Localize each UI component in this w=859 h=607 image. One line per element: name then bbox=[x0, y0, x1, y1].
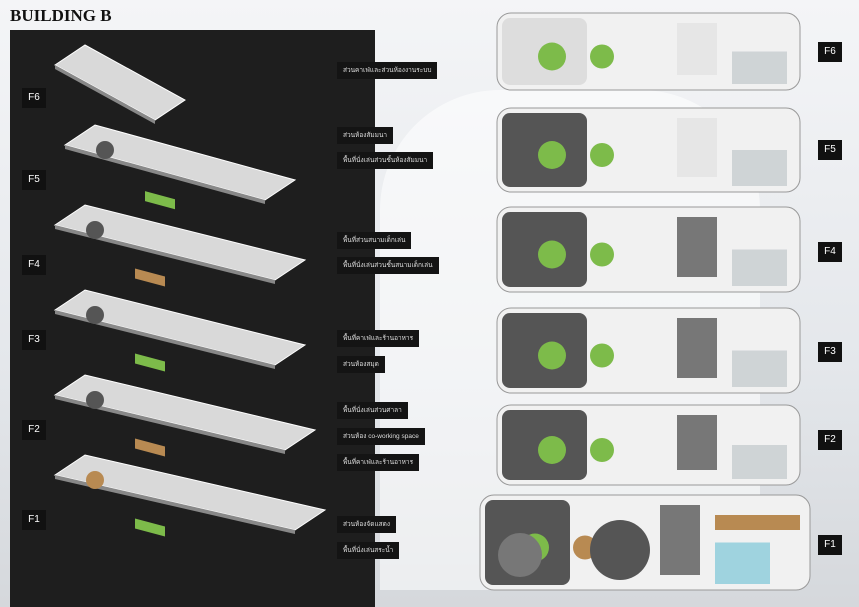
garden-circle bbox=[590, 343, 614, 368]
callout-f4-1: พื้นที่ส่วนสนามเด็กเล่น bbox=[337, 232, 412, 249]
plan-label-f3: F3 bbox=[818, 342, 842, 362]
exhibition-circle bbox=[590, 520, 650, 580]
round-room bbox=[86, 391, 104, 409]
terrace-zone bbox=[732, 445, 787, 479]
round-room bbox=[86, 221, 104, 239]
plan-label-f5: F5 bbox=[818, 140, 842, 160]
zone-block bbox=[135, 518, 165, 537]
floor-slab bbox=[53, 454, 327, 531]
zone-block bbox=[135, 438, 165, 457]
terrace-zone bbox=[732, 350, 787, 387]
garden-circle bbox=[590, 242, 614, 267]
garden-circle bbox=[590, 143, 614, 167]
callout-f4-2: พื้นที่นั่งเล่นส่วนชั้นสนามเด็กเล่น bbox=[337, 257, 439, 274]
callout-f1-1: ส่วนห้องจัดแสดง bbox=[337, 516, 397, 533]
garden-circle bbox=[538, 141, 566, 169]
axo-label-f2: F2 bbox=[22, 420, 46, 440]
slab-edge bbox=[55, 225, 275, 284]
floor-slab bbox=[53, 374, 317, 451]
callout-f3-2: ส่วนห้องสมุด bbox=[337, 356, 385, 373]
room-block bbox=[677, 118, 717, 177]
room-block bbox=[677, 217, 717, 277]
floor-slab bbox=[53, 204, 307, 281]
axo-label-f3: F3 bbox=[22, 330, 46, 350]
callout-f2-2: ส่วนห้อง co-working space bbox=[337, 428, 425, 445]
round-room bbox=[86, 306, 104, 324]
garden-circle bbox=[538, 436, 566, 464]
callout-f5-2: พื้นที่นั่งเล่นส่วนชั้นห้องสัมมนา bbox=[337, 152, 434, 169]
terrace-zone bbox=[732, 150, 787, 186]
zone-block bbox=[135, 353, 165, 372]
callout-f2-3: พื้นที่คาเฟ่และร้านอาหาร bbox=[337, 454, 420, 471]
garden-circle bbox=[538, 341, 566, 370]
exhibition-circle bbox=[498, 533, 542, 577]
plan-label-f1: F1 bbox=[818, 535, 842, 555]
zone-block bbox=[135, 268, 165, 287]
callout-f2-1: พื้นที่นั่งเล่นส่วนศาลา bbox=[337, 402, 408, 419]
zone-block bbox=[145, 191, 175, 210]
round-room bbox=[96, 141, 114, 159]
garden-circle bbox=[590, 438, 614, 462]
garden-circle bbox=[590, 44, 614, 69]
plan-label-f6: F6 bbox=[818, 42, 842, 62]
garden-circle bbox=[538, 240, 566, 269]
room-block bbox=[677, 415, 717, 470]
slab-edge bbox=[55, 65, 155, 124]
axo-label-f5: F5 bbox=[22, 170, 46, 190]
axo-label-f6: F6 bbox=[22, 88, 46, 108]
axo-label-f1: F1 bbox=[22, 510, 46, 530]
callout-f1-2: พื้นที่นั่งเล่นสระน้ำ bbox=[337, 542, 400, 559]
plan-label-f2: F2 bbox=[818, 430, 842, 450]
callout-f6-1: ส่วนคาเฟ่และส่วนห้องงานระบบ bbox=[337, 62, 438, 79]
slab-edge bbox=[55, 475, 295, 534]
axonometric-floors bbox=[53, 44, 327, 537]
room-block bbox=[660, 505, 700, 575]
round-room bbox=[86, 471, 104, 489]
terrace-zone bbox=[732, 249, 787, 286]
deck bbox=[715, 515, 800, 530]
slab-edge bbox=[55, 310, 275, 369]
slab-edge bbox=[55, 395, 285, 454]
room-block bbox=[677, 318, 717, 378]
axo-label-f4: F4 bbox=[22, 255, 46, 275]
room-block bbox=[677, 23, 717, 75]
axonometric-panel bbox=[10, 30, 375, 607]
slab-edge bbox=[65, 145, 265, 204]
floor-slab bbox=[53, 289, 307, 366]
garden-circle bbox=[538, 42, 566, 71]
terrace-zone bbox=[715, 542, 770, 584]
plan-label-f4: F4 bbox=[818, 242, 842, 262]
terrace-zone bbox=[732, 51, 787, 84]
callout-f5-1: ส่วนห้องสัมมนา bbox=[337, 127, 394, 144]
page-title: BUILDING B bbox=[10, 6, 112, 25]
callout-f3-1: พื้นที่คาเฟ่และร้านอาหาร bbox=[337, 330, 420, 347]
